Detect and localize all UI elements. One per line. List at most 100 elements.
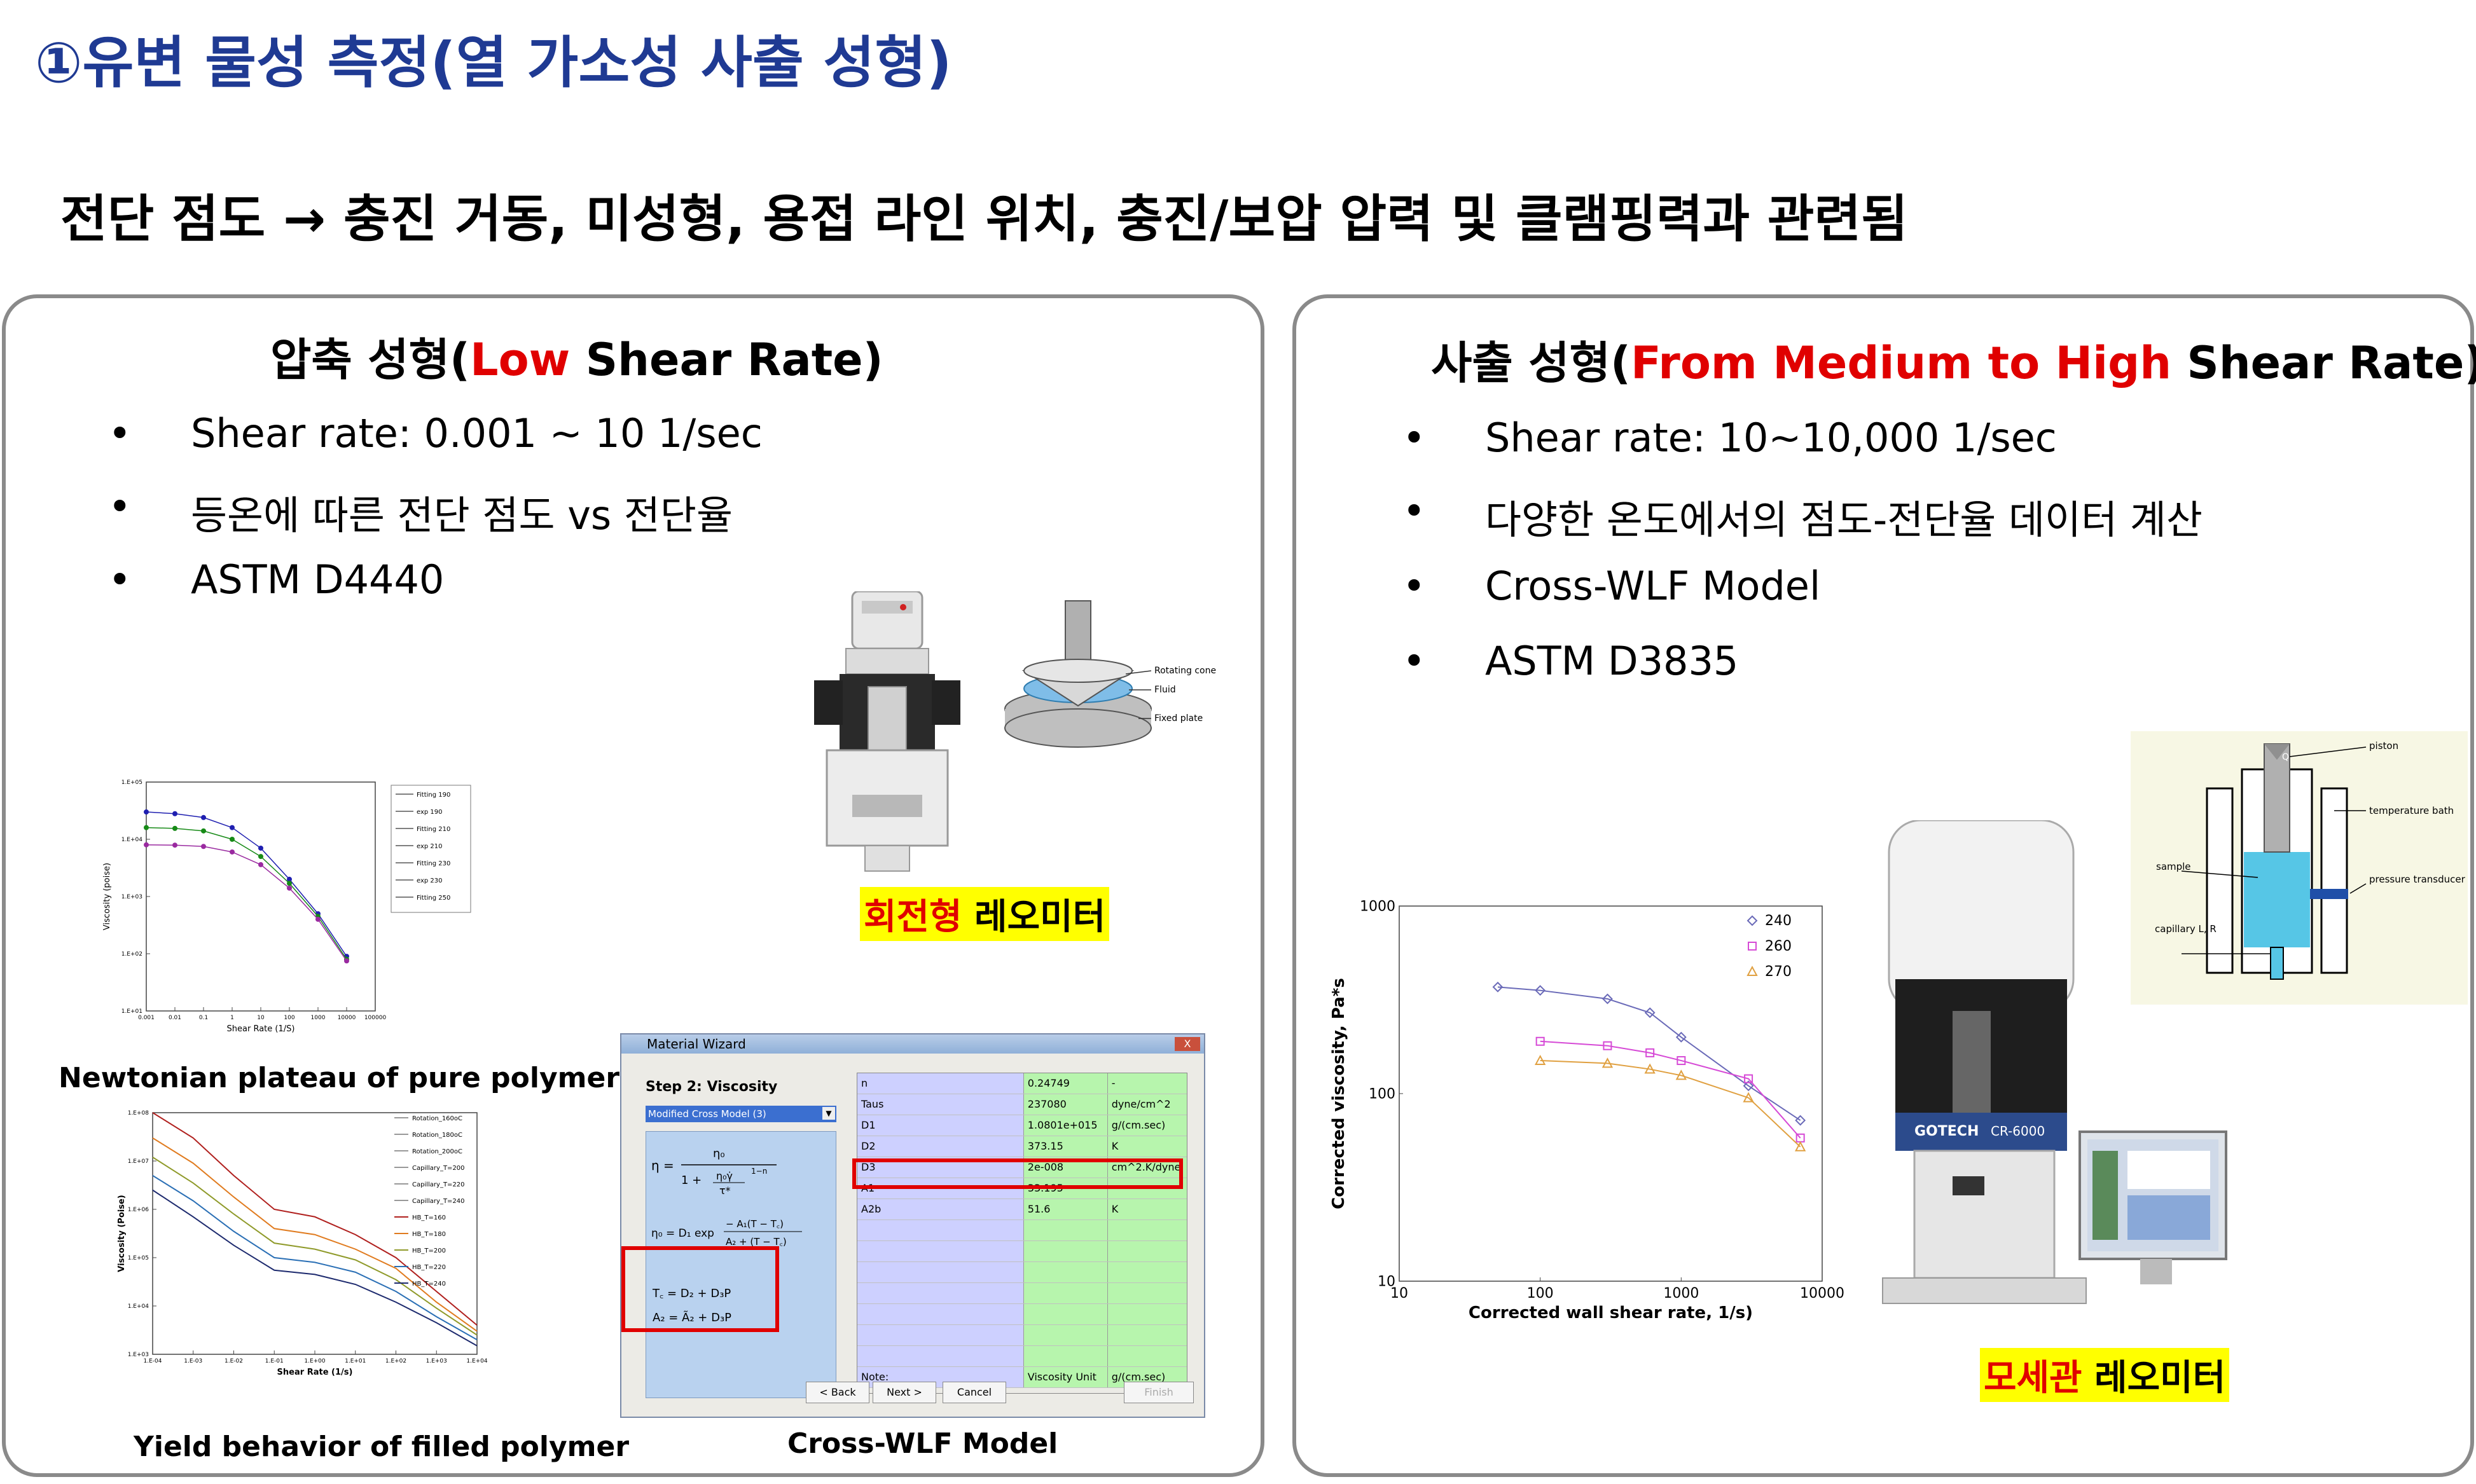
- data-point: [1675, 1069, 1687, 1080]
- x-axis-label: Shear Rate (1/S): [227, 1024, 295, 1034]
- param-value-cell[interactable]: 373.15: [1023, 1136, 1107, 1157]
- fluid-label: Fluid: [1154, 685, 1176, 695]
- parameter-row: [857, 1220, 1187, 1241]
- parameter-row: [857, 1262, 1187, 1283]
- finish-button[interactable]: Finish: [1124, 1382, 1194, 1403]
- legend-entry: HB_T=240: [412, 1281, 446, 1288]
- legend-entry: Fitting 210: [417, 826, 450, 833]
- param-value-cell[interactable]: [1023, 1220, 1107, 1240]
- data-point: [1534, 1054, 1546, 1066]
- right-bullet-item: 다양한 온도에서의 점도-전단율 데이터 계산: [1402, 488, 2203, 563]
- slide-title: ①유변 물성 측정(열 가소성 사출 성형): [35, 30, 952, 95]
- cross-wlf-formula-box: η = η₀ 1 + η₀γ̇ τ* 1−n η₀ = D₁ exp − A₁(…: [646, 1131, 836, 1398]
- y-tick-label: 1.E+03: [121, 894, 142, 900]
- temperature-label: temperature bath: [2369, 805, 2454, 816]
- param-value-cell[interactable]: [1023, 1325, 1107, 1345]
- capillary-tag-red: 모세관: [1984, 1357, 2082, 1399]
- parameter-row: [857, 1346, 1187, 1367]
- capillary-tag-black: 레오미터: [2082, 1357, 2226, 1399]
- param-value-cell[interactable]: 1.0801e+015: [1023, 1115, 1107, 1136]
- x-tick-label: 10000: [1800, 1286, 1844, 1302]
- x-tick-label: 0.001: [138, 1015, 155, 1021]
- y-tick-label: 1.E+03: [128, 1352, 149, 1358]
- model-select[interactable]: Modified Cross Model (3)▼: [646, 1106, 836, 1122]
- x-tick-label: 1.E-04: [144, 1358, 162, 1364]
- param-value-cell[interactable]: [1023, 1241, 1107, 1261]
- data-point: [1743, 1092, 1754, 1103]
- legend-entry: HB_T=220: [412, 1264, 446, 1271]
- param-unit-cell: [1107, 1241, 1187, 1261]
- formula-exponent: 1−n: [751, 1167, 767, 1176]
- x-tick-label: 1.E+03: [426, 1358, 447, 1364]
- param-value-cell[interactable]: 0.24749: [1023, 1073, 1107, 1094]
- slide-subtitle: 전단 점도 → 충진 거동, 미성형, 용접 라인 위치, 충진/보압 압력 및…: [60, 189, 1908, 249]
- legend-entry: HB_T=160: [412, 1214, 446, 1221]
- param-value-cell[interactable]: Viscosity Unit: [1023, 1367, 1107, 1387]
- data-point: [1744, 1074, 1753, 1083]
- right-panel-heading: 사출 성형(From Medium to High Shear Rate): [1431, 327, 2476, 392]
- right-heading-prefix: 사출 성형(: [1431, 337, 1631, 389]
- legend-swatch: [1746, 965, 1758, 976]
- legend-entry: Fitting 250: [417, 895, 450, 902]
- y-tick-label: 1.E+01: [121, 1008, 142, 1015]
- legend-entry: exp 210: [417, 843, 443, 850]
- right-bullet-item: Cross-WLF Model: [1402, 563, 2203, 638]
- param-name-cell: [857, 1241, 1023, 1261]
- param-name-cell: D1: [857, 1115, 1023, 1136]
- wizard-title: Material Wizard: [647, 1036, 746, 1052]
- series-line: [1497, 986, 1801, 1121]
- data-point: [1535, 1036, 1545, 1046]
- x-tick-label: 1.E-02: [225, 1358, 243, 1364]
- y-tick-label: 1.E+06: [128, 1207, 149, 1213]
- param-value-cell[interactable]: 51.6: [1023, 1199, 1107, 1219]
- param-value-cell[interactable]: [1023, 1346, 1107, 1366]
- data-point: [1492, 981, 1504, 993]
- y-tick-label: 100: [1369, 1086, 1395, 1102]
- param-value-cell[interactable]: [1023, 1262, 1107, 1282]
- formula-svg: η = η₀ 1 + η₀γ̇ τ* 1−n η₀ = D₁ exp − A₁(…: [651, 1147, 802, 1324]
- left-bullet-list: Shear rate: 0.001 ~ 10 1/sec 등온에 따른 전단 점…: [108, 410, 763, 629]
- x-tick-label: 1.E+02: [385, 1358, 406, 1364]
- param-unit-cell: g/(cm.sec): [1107, 1115, 1187, 1136]
- capillary-rheometer-image: GOTECH CR-6000: [1882, 820, 2227, 1304]
- series-line: [146, 827, 347, 960]
- x-tick-label: 100: [284, 1015, 294, 1021]
- yield-caption: Yield behavior of filled polymer: [134, 1431, 630, 1463]
- x-tick-label: 10: [1390, 1286, 1408, 1302]
- data-point: [201, 844, 206, 849]
- legend-entry: 260: [1765, 938, 1792, 954]
- legend-entry: exp 230: [417, 877, 443, 884]
- x-tick-label: 100: [1527, 1286, 1554, 1302]
- close-button[interactable]: X: [1175, 1037, 1200, 1051]
- x-tick-label: 100000: [364, 1015, 387, 1021]
- param-name-cell: [857, 1283, 1023, 1303]
- data-point: [1603, 1041, 1612, 1050]
- next-button[interactable]: Next >: [873, 1382, 936, 1403]
- y-tick-label: 1.E+04: [128, 1303, 149, 1310]
- legend-entry: exp 190: [417, 809, 443, 816]
- param-value-cell[interactable]: [1023, 1304, 1107, 1324]
- param-value-cell[interactable]: [1023, 1283, 1107, 1303]
- left-heading-prefix: 압축 성형(: [270, 334, 470, 386]
- data-point: [230, 825, 235, 830]
- right-heading-red: From Medium to High: [1630, 337, 2172, 389]
- formula-eta: η =: [651, 1158, 674, 1173]
- legend-entry: Rotation_160oC: [412, 1115, 462, 1122]
- x-tick-label: 1.E+04: [466, 1358, 488, 1364]
- chevron-down-icon[interactable]: ▼: [822, 1107, 835, 1120]
- cancel-button[interactable]: Cancel: [943, 1382, 1006, 1403]
- plot-area: [1399, 905, 1823, 1282]
- param-name-cell: [857, 1262, 1023, 1282]
- back-button[interactable]: < Back: [806, 1382, 869, 1403]
- data-point: [1645, 1048, 1655, 1057]
- legend-entry: Fitting 190: [417, 792, 450, 799]
- x-tick-label: 1.E+00: [304, 1358, 326, 1364]
- data-point: [1535, 985, 1546, 996]
- formula-one-plus: 1 +: [681, 1174, 702, 1187]
- param-value-cell[interactable]: 237080: [1023, 1094, 1107, 1115]
- data-point: [1644, 1007, 1656, 1019]
- left-bullet-item: Shear rate: 0.001 ~ 10 1/sec: [108, 410, 763, 483]
